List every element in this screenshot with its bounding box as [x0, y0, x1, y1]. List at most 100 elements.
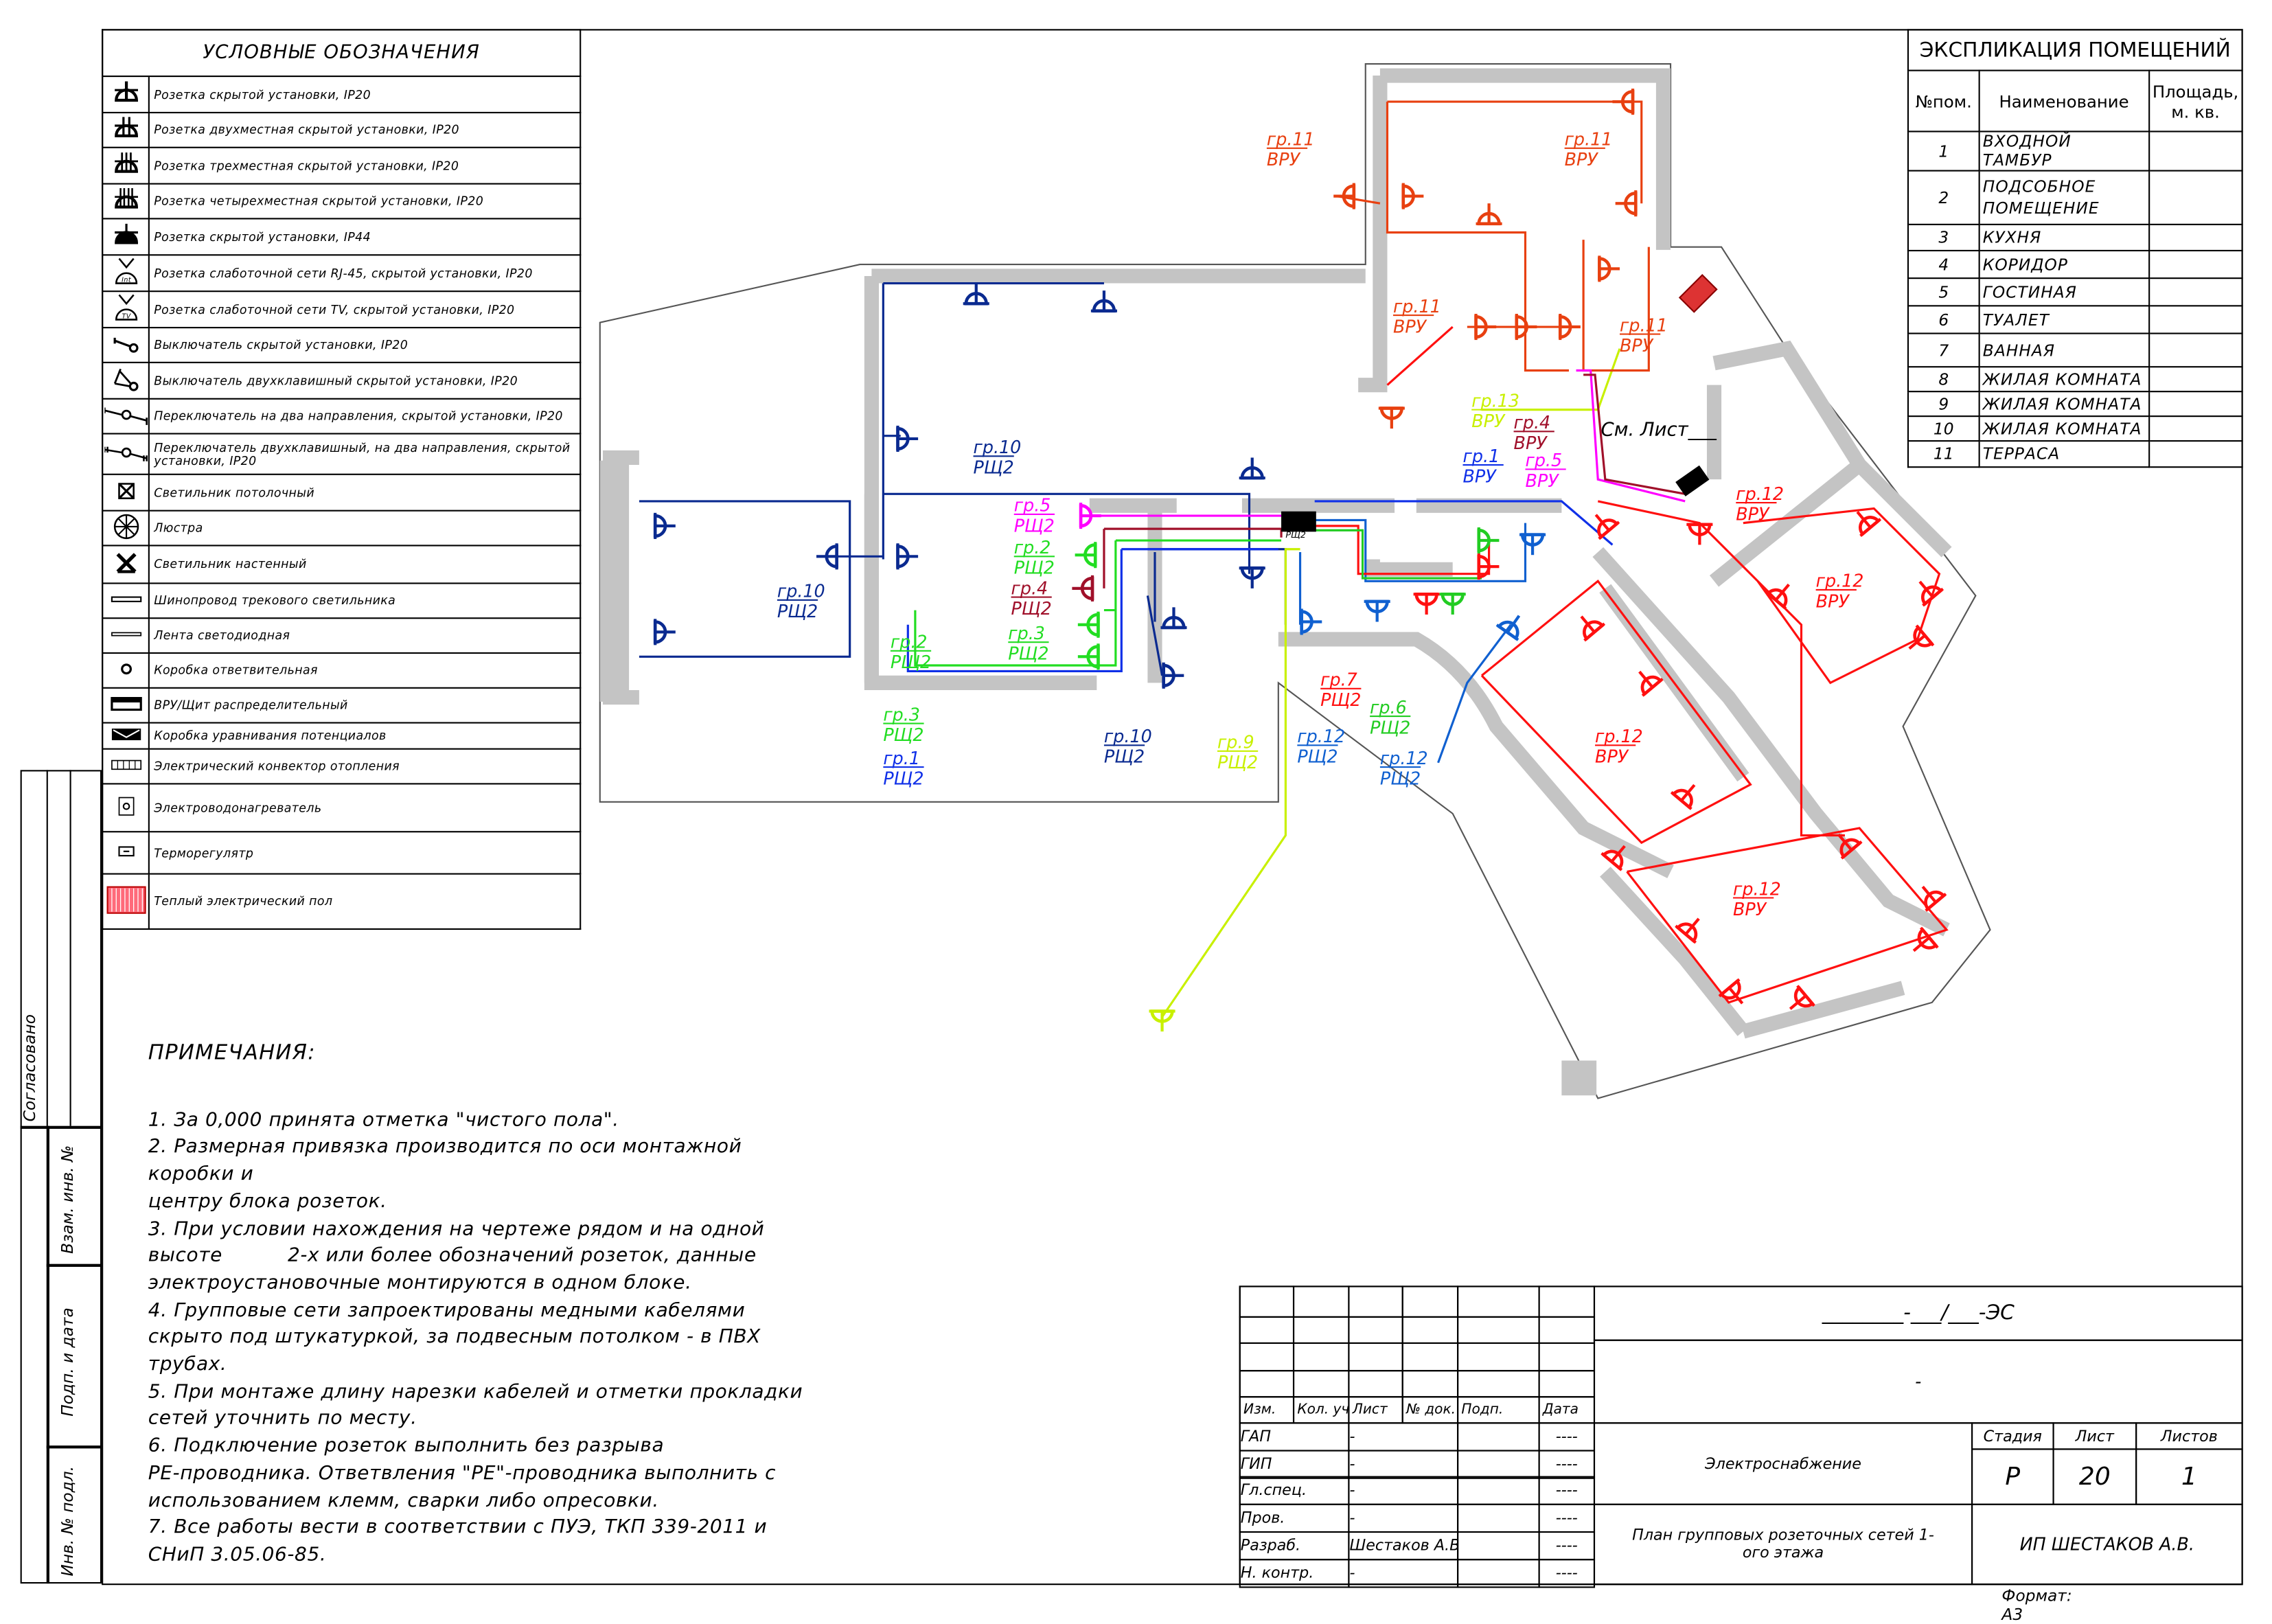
socket-icon	[1239, 568, 1265, 588]
group-number: гр.4	[1011, 577, 1048, 598]
room-name: ЖИЛАЯ КОМНАТА	[1978, 366, 2150, 393]
note-line: центру блока розеток.	[148, 1191, 387, 1213]
role-label: ГИП	[1239, 1449, 1350, 1479]
group-panel: ВРУ	[1514, 433, 1548, 453]
note-line: электроустановочные монтируются в одном …	[148, 1272, 692, 1294]
room-area	[2148, 366, 2243, 393]
socket-ip44-icon	[114, 223, 137, 244]
legend-label: Розетка двухместная скрытой установки, I…	[148, 111, 582, 148]
legend-title: УСЛОВНЫЕ ОБОЗНАЧЕНИЯ	[102, 29, 582, 78]
revision-cell	[1348, 1342, 1403, 1372]
group-number: гр.12	[1595, 726, 1643, 746]
group-number: гр.5	[1014, 495, 1051, 516]
role-label: Пров.	[1239, 1503, 1350, 1533]
room-area	[2148, 332, 2243, 368]
legend-icon-cell: TV	[102, 290, 150, 329]
chandelier-icon	[113, 514, 139, 540]
socket-icon	[1676, 911, 1709, 943]
group-panel: РЩ2	[974, 457, 1014, 478]
panel-label: РЩ2	[1285, 529, 1306, 540]
revision-cell	[1401, 1342, 1459, 1372]
revision-cell	[1292, 1342, 1350, 1372]
group-number: гр.5	[1525, 450, 1562, 470]
socket-icon	[1671, 777, 1704, 809]
col-header-name: Наименование	[1978, 69, 2150, 133]
socket-icon	[1414, 594, 1440, 615]
room-name: КУХНЯ	[1978, 223, 2150, 252]
note-line: коробки и	[148, 1163, 254, 1186]
group-panel: РЩ2	[1008, 643, 1048, 664]
distribution-board-vru	[1675, 465, 1710, 496]
role-date: ----	[1538, 1531, 1596, 1560]
revision-cell	[1538, 1342, 1596, 1372]
note-line: высоте 2-х или более обозначений розеток…	[148, 1245, 757, 1268]
socket-icon	[655, 619, 676, 645]
room-number: 9	[1907, 391, 1980, 418]
socket-icon	[1302, 608, 1322, 634]
role-date: ----	[1538, 1503, 1596, 1533]
group-panel: РЩ2	[883, 724, 923, 745]
socket-icon	[1905, 928, 1938, 961]
note-line: использованием клемм, сварки либо опресо…	[148, 1489, 659, 1512]
socket-icon	[1078, 612, 1099, 638]
group-number: гр.4	[1514, 412, 1551, 433]
legend-label: Электрический конвектор отопления	[148, 748, 582, 785]
revision-cell	[1401, 1370, 1459, 1398]
room-name: ЖИЛАЯ КОМНАТА	[1978, 415, 2150, 442]
group-panel: ВРУ	[1736, 503, 1770, 524]
group-number: гр.3	[883, 704, 920, 724]
sheet-label: Лист	[2052, 1422, 2137, 1450]
room-number: 3	[1907, 223, 1980, 252]
revision-cell	[1538, 1370, 1596, 1398]
legend-icon-cell	[102, 111, 150, 148]
note-line: трубах.	[148, 1353, 227, 1376]
note-line: 5. При монтаже длину нарезки кабелей и о…	[148, 1381, 803, 1404]
group-panel: ВРУ	[1393, 316, 1427, 336]
socket-icon	[1239, 457, 1265, 478]
room-area	[2148, 305, 2243, 334]
notes: ПРИМЕЧАНИЯ: 1. За 0,000 принята отметка …	[148, 1040, 831, 1570]
legend-label: Розетка слаботочной сети RJ-45, скрытой …	[148, 254, 582, 293]
group-panel: ВРУ	[1267, 149, 1301, 170]
role-signature	[1457, 1476, 1540, 1506]
sheet-format: Формат: А3	[2001, 1586, 2072, 1624]
group-number: гр.10	[1104, 726, 1152, 746]
room-number: 6	[1907, 305, 1980, 334]
tv-socket-icon: TV	[114, 294, 137, 321]
socket-icon	[963, 284, 989, 304]
role-signature	[1457, 1503, 1540, 1533]
room-area	[2148, 440, 2243, 468]
legend-row: Розетка четырехместная скрытой установки…	[102, 183, 582, 220]
legend-row: Теплый электрический пол	[102, 873, 582, 930]
double-socket-icon	[114, 117, 137, 137]
group-number: гр.6	[1370, 697, 1407, 718]
drawing-code: ________-___/___-ЭС	[1593, 1285, 2243, 1341]
role-name: -	[1348, 1422, 1459, 1452]
legend-row: Шинопровод трекового светильника	[102, 582, 582, 619]
group-number: гр.2	[1014, 537, 1051, 558]
room-name: ВАННАЯ	[1978, 332, 2150, 368]
legend-row: Светильник потолочный	[102, 473, 582, 512]
group-number: гр.2	[891, 632, 928, 652]
group-number: гр.11	[1267, 129, 1315, 150]
room-name: ТЕРРАСА	[1978, 440, 2150, 468]
revision-cell	[1457, 1316, 1540, 1345]
svg-text:Int: Int	[121, 276, 131, 284]
role-label: ГАП	[1239, 1422, 1350, 1452]
legend-label: Светильник потолочный	[148, 473, 582, 512]
legend-label: ВРУ/Щит распределительный	[148, 687, 582, 724]
led-strip-icon	[111, 632, 141, 637]
socket-icon	[1519, 535, 1546, 556]
wiring	[639, 100, 1949, 1018]
